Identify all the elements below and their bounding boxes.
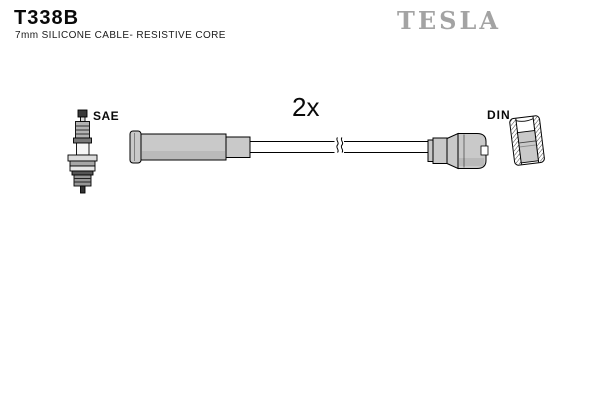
din-inner-terminal (517, 129, 539, 164)
boot-nose (225, 136, 251, 158)
sae-terminal-label: SAE (93, 109, 120, 123)
quantity-label: 2x (292, 92, 320, 122)
connector-terminal-notch (480, 145, 489, 156)
boot-flange (129, 130, 142, 164)
cable-spec-subtitle: 7mm SILICONE CABLE- RESISTIVE CORE (15, 30, 226, 41)
tesla-brand-logo: TESLA (397, 6, 501, 35)
connector-end-cap (457, 133, 487, 169)
connector-cone (446, 132, 459, 170)
connector-collar-small (427, 139, 434, 162)
connector-collar-large (432, 137, 448, 164)
din-terminal-label: DIN (487, 108, 511, 122)
part-number: T338B (14, 7, 80, 29)
spark-plug-icon (67, 109, 98, 194)
cable-break-icon (334, 137, 344, 154)
din-connector-icon (509, 115, 545, 166)
cable-assembly-icon (129, 130, 489, 170)
boot-body (140, 133, 227, 161)
